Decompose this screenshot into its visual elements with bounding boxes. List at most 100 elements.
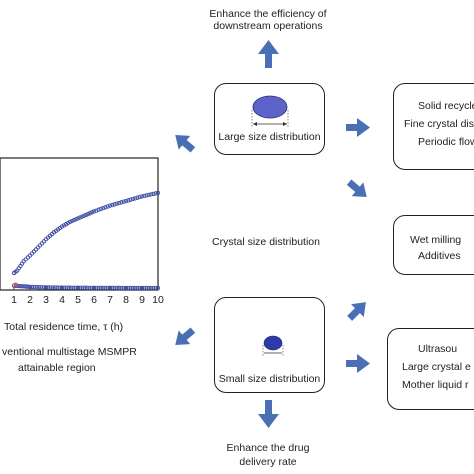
chart-point — [112, 202, 117, 207]
chart-point — [119, 200, 124, 205]
chart-point — [85, 211, 91, 217]
chart-point — [105, 285, 110, 291]
method-box-2-line-1: Wet milling — [410, 234, 462, 246]
chart-x-tick-label: 1 — [11, 294, 17, 306]
chart-point — [98, 206, 104, 212]
chart-point — [69, 218, 75, 224]
chart-point — [155, 285, 161, 291]
small-distribution-label: Small size distribution — [218, 373, 321, 385]
chart-point — [77, 215, 83, 220]
chart-point — [87, 285, 92, 291]
chart-point — [82, 285, 88, 290]
chart-point — [34, 284, 40, 290]
chart-point — [68, 285, 74, 290]
chart-point — [64, 285, 69, 290]
chart-point — [33, 247, 39, 252]
chart-point — [112, 285, 117, 291]
chart-point — [27, 253, 33, 258]
chart-caption-line-1: ventional multistage MSMPR — [2, 346, 137, 358]
chart-point — [31, 249, 37, 254]
method-box-3-line-1: Ultrasou — [418, 343, 458, 355]
chart-point — [89, 210, 95, 215]
chart-point — [128, 285, 133, 291]
chart-point — [79, 214, 85, 219]
chart-point — [30, 284, 35, 290]
bottom-outcome-line-2: delivery rate — [239, 456, 297, 468]
chart-point — [71, 285, 76, 290]
chart-point — [66, 285, 72, 290]
chart-accent-point — [13, 282, 18, 287]
chart-point — [151, 191, 156, 197]
chart-point — [23, 284, 29, 289]
arrow-right-icon-2 — [346, 354, 370, 373]
chart-point — [123, 198, 129, 204]
chart-point — [73, 217, 79, 222]
method-box-1: Solid recycle Fine crystal diss Periodic… — [393, 83, 474, 170]
chart-point — [67, 219, 73, 225]
chart-point — [91, 285, 97, 291]
chart-point — [114, 201, 120, 206]
chart-point — [146, 285, 152, 291]
chart-point — [132, 285, 138, 291]
chart-point — [78, 285, 83, 290]
arrow-down-left-icon — [175, 327, 196, 345]
large-distribution-box: Large size distribution — [214, 83, 325, 155]
chart-point — [52, 285, 58, 290]
method-box-1-line-2: Fine crystal diss — [404, 118, 474, 130]
chart-point — [121, 285, 126, 291]
chart-point — [17, 283, 23, 289]
chart-point — [142, 285, 147, 291]
chart-point — [94, 285, 99, 291]
chart-point — [87, 211, 93, 216]
arrow-right-icon — [346, 118, 370, 137]
arrow-down-icon — [258, 400, 279, 428]
chart-point — [25, 284, 31, 289]
chart-point — [155, 190, 161, 196]
chart-point — [57, 285, 62, 290]
bottom-outcome-line-1: Enhance the drug — [226, 442, 310, 454]
chart-x-tick-label: 10 — [152, 294, 164, 306]
chart-x-tick-label: 9 — [139, 294, 145, 306]
chart-x-tick-label: 4 — [59, 294, 65, 306]
chart-point — [41, 285, 46, 290]
chart-point — [100, 285, 106, 291]
chart-point — [119, 285, 124, 291]
chart-point — [132, 196, 138, 201]
arrow-up-right-icon — [347, 302, 366, 321]
chart-frame — [0, 157, 159, 291]
chart-point — [96, 207, 101, 212]
method-box-3-line-3: Mother liquid r — [402, 379, 469, 391]
method-box-2: Wet milling Additives — [393, 215, 474, 275]
chart-point — [39, 285, 44, 290]
chart-point — [128, 197, 133, 202]
chart-point — [107, 285, 113, 291]
chart-point — [75, 285, 81, 290]
arrow-down-right-icon — [346, 179, 367, 197]
small-distribution-box: Small size distribution — [214, 297, 325, 393]
chart-point — [98, 285, 104, 291]
chart-point — [84, 285, 90, 290]
chart-point — [96, 285, 101, 291]
chart-point — [105, 204, 110, 209]
chart-point — [148, 285, 154, 291]
chart-point — [39, 241, 45, 246]
chart-point — [27, 284, 33, 289]
chart-point — [83, 212, 89, 218]
chart-point — [91, 209, 97, 214]
chart-point — [62, 285, 67, 290]
chart-x-tick-label: 7 — [107, 294, 113, 306]
chart-point — [73, 285, 78, 290]
chart-point — [130, 196, 136, 202]
small-crystal-icon — [262, 335, 284, 356]
chart-point — [114, 285, 120, 291]
chart-point — [37, 243, 43, 248]
chart-point — [81, 213, 87, 218]
chart-point — [80, 285, 85, 290]
chart-point — [135, 195, 140, 200]
chart-point — [35, 245, 41, 250]
chart-point — [144, 285, 149, 291]
chart-point — [146, 192, 152, 198]
chart-point — [139, 194, 145, 199]
chart-point — [107, 203, 113, 208]
